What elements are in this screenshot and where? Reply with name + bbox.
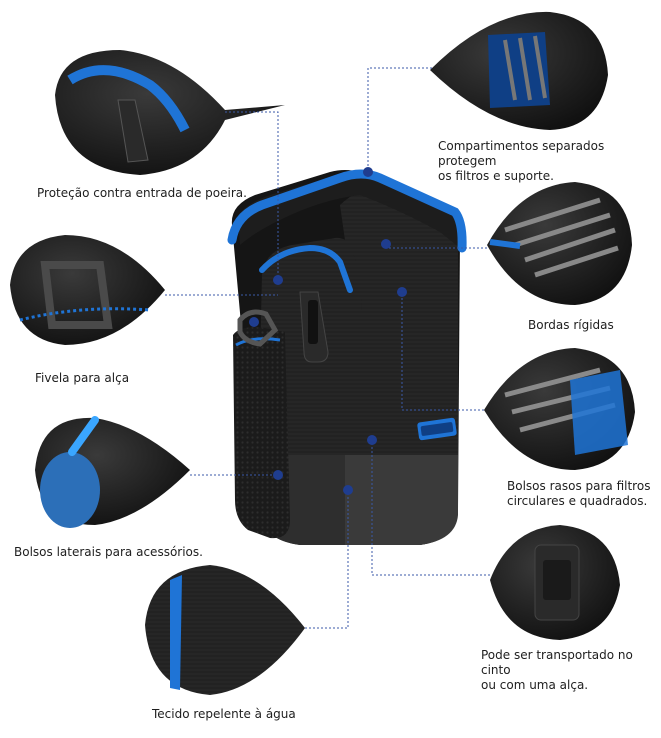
fabric-detail (145, 565, 305, 695)
leader-dots (249, 167, 407, 495)
label-side-pockets: Bolsos laterais para acessórios. (14, 545, 203, 559)
leader-lines (165, 67, 490, 629)
label-belt-carry: Pode ser transportado no cinto ou com um… (481, 648, 633, 692)
label-compartments: Compartimentos separados protegem os fil… (438, 139, 605, 183)
buckle-detail (10, 235, 165, 345)
label-water-repellent: Tecido repelente à água (152, 707, 296, 721)
camera-bag (227, 169, 467, 545)
side-pocket-detail (35, 416, 190, 528)
zipper-detail (55, 50, 285, 175)
label-dust-protection: Proteção contra entrada de poeira. (37, 186, 247, 200)
shallow-pocket-detail (484, 348, 635, 470)
belt-loop-detail (490, 525, 620, 640)
label-rigid-edges: Bordas rígidas (528, 318, 614, 332)
compartment-detail (430, 11, 608, 130)
rigid-edge-detail (487, 182, 632, 305)
label-buckle: Fivela para alça (35, 371, 130, 385)
label-shallow-pockets: Bolsos rasos para filtros circulares e q… (507, 479, 651, 508)
